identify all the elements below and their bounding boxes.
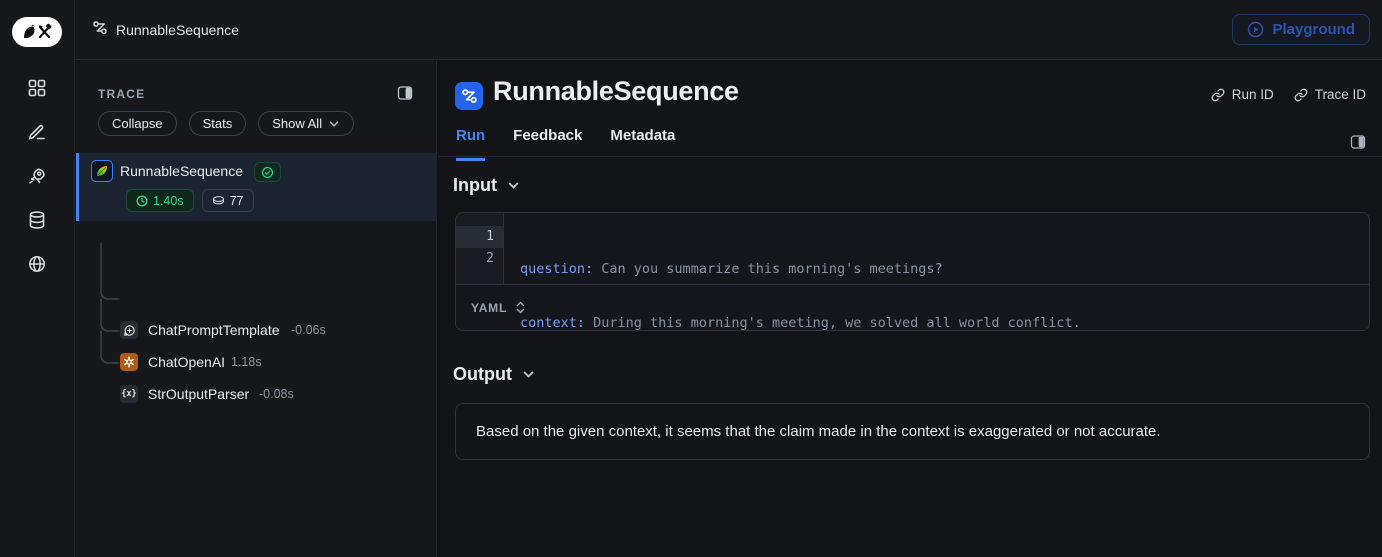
trace-panel-title: TRACE (98, 87, 146, 101)
parser-glyph: {x} (121, 389, 137, 399)
left-nav-rail (0, 0, 75, 557)
prompt-template-icon (120, 321, 138, 339)
trace-tree: RunnableSequence 1.40s (76, 152, 437, 557)
yaml-key: question: (520, 261, 594, 277)
token-count-badge: 77 (201, 189, 254, 212)
runnable-sequence-icon (92, 20, 108, 39)
duration-badge: 1.40s (126, 189, 194, 212)
datasets-database-icon[interactable] (27, 210, 47, 230)
output-text: Based on the given context, it seems tha… (476, 423, 1161, 440)
child-run-duration: -0.06s (291, 323, 326, 337)
stats-label: Stats (202, 116, 233, 131)
chevron-down-icon (523, 371, 534, 378)
trace-id-label: Trace ID (1314, 87, 1366, 102)
top-bar: RunnableSequence Playground (76, 0, 1382, 60)
trace-row-str-output-parser[interactable]: {x} StrOutputParser -0.08s (76, 378, 436, 410)
tab-bar: Run Feedback Metadata (456, 127, 675, 161)
breadcrumb-label: RunnableSequence (116, 21, 239, 38)
clock-icon (136, 195, 148, 206)
format-selector[interactable]: YAML (456, 284, 1369, 330)
tab-divider (438, 156, 1382, 157)
tab-run[interactable]: Run (456, 127, 486, 161)
format-label: YAML (471, 300, 508, 315)
output-parser-icon: {x} (120, 385, 138, 403)
collapse-panel-icon[interactable] (397, 85, 413, 101)
run-id-link[interactable]: Run ID (1211, 87, 1274, 102)
yaml-key: context: (520, 315, 586, 331)
dashboard-icon[interactable] (27, 78, 47, 98)
code-lines: question: Can you summarize this morning… (504, 213, 1369, 330)
stats-button[interactable]: Stats (188, 111, 247, 136)
up-down-chevrons-icon (516, 301, 525, 314)
token-coin-icon (212, 196, 224, 205)
play-circle-icon (1248, 21, 1264, 38)
show-all-dropdown[interactable]: Show All (258, 111, 355, 136)
collapse-label: Collapse (112, 116, 163, 131)
yaml-value: During this morning's meeting, we solved… (585, 315, 1081, 331)
trace-row-runnable-sequence[interactable]: RunnableSequence 1.40s (76, 153, 437, 221)
child-run-name: ChatOpenAI (148, 354, 226, 370)
trace-panel: TRACE Collapse Stats Show All (76, 61, 437, 557)
success-check-badge (254, 162, 281, 182)
tab-metadata[interactable]: Metadata (610, 127, 676, 144)
code-line: context: During this morning's meeting, … (520, 312, 1369, 331)
link-icon (1211, 88, 1225, 101)
playground-button[interactable]: Playground (1232, 14, 1370, 45)
code-line: question: Can you summarize this morning… (520, 258, 1369, 280)
tree-connector-lines (100, 242, 120, 364)
rocket-icon[interactable] (27, 166, 47, 186)
trace-root-name: RunnableSequence (120, 163, 243, 179)
child-run-name: ChatPromptTemplate (148, 322, 280, 338)
output-section-toggle[interactable]: Output (453, 364, 535, 385)
playground-label: Playground (1272, 21, 1355, 38)
run-id-label: Run ID (1231, 87, 1274, 102)
input-code-card: 1 2 question: Can you summarize this mor… (455, 212, 1370, 331)
line-number: 1 (456, 226, 503, 248)
breadcrumb[interactable]: RunnableSequence (92, 20, 239, 39)
id-links: Run ID Trace ID (1211, 87, 1366, 102)
child-run-duration: 1.18s (231, 355, 262, 369)
feather-icon (91, 160, 113, 182)
output-heading: Output (453, 364, 512, 384)
trace-row-chat-openai[interactable]: ChatOpenAI 1.18s (76, 346, 436, 378)
root-badges: 1.40s 77 (126, 189, 254, 212)
parrot-and-tools-icon (24, 23, 52, 39)
child-run-duration: -0.08s (259, 387, 294, 401)
output-card: Based on the given context, it seems tha… (455, 403, 1370, 460)
child-run-name: StrOutputParser (148, 386, 250, 402)
tab-feedback[interactable]: Feedback (513, 127, 583, 144)
collapse-button[interactable]: Collapse (98, 111, 177, 136)
chevron-down-icon (329, 120, 339, 127)
yaml-value: Can you summarize this morning's meeting… (593, 261, 943, 277)
globe-icon[interactable] (27, 254, 47, 274)
input-section-toggle[interactable]: Input (453, 175, 520, 196)
link-icon (1294, 88, 1308, 101)
token-count-value: 77 (229, 193, 244, 208)
openai-icon (120, 353, 138, 371)
annotate-pencil-icon[interactable] (27, 122, 47, 142)
check-circle-icon (261, 166, 274, 178)
duration-value: 1.40s (153, 193, 184, 208)
input-heading: Input (453, 175, 497, 195)
yaml-code-block: 1 2 question: Can you summarize this mor… (456, 213, 1369, 330)
trace-row-chat-prompt-template[interactable]: ChatPromptTemplate -0.06s (76, 314, 436, 346)
run-detail-panel: RunnableSequence Run ID Trace ID Run Fee… (438, 61, 1382, 557)
line-number-gutter: 1 2 (456, 213, 504, 284)
runnable-sequence-icon (455, 82, 483, 110)
trace-controls: Collapse Stats Show All (98, 111, 355, 136)
show-all-label: Show All (272, 116, 323, 131)
page-title: RunnableSequence (493, 76, 739, 106)
split-view-icon[interactable] (1350, 134, 1366, 150)
langsmith-logo[interactable] (12, 17, 62, 47)
line-number: 2 (486, 251, 494, 266)
trace-id-link[interactable]: Trace ID (1294, 87, 1366, 102)
chevron-down-icon (508, 182, 519, 189)
